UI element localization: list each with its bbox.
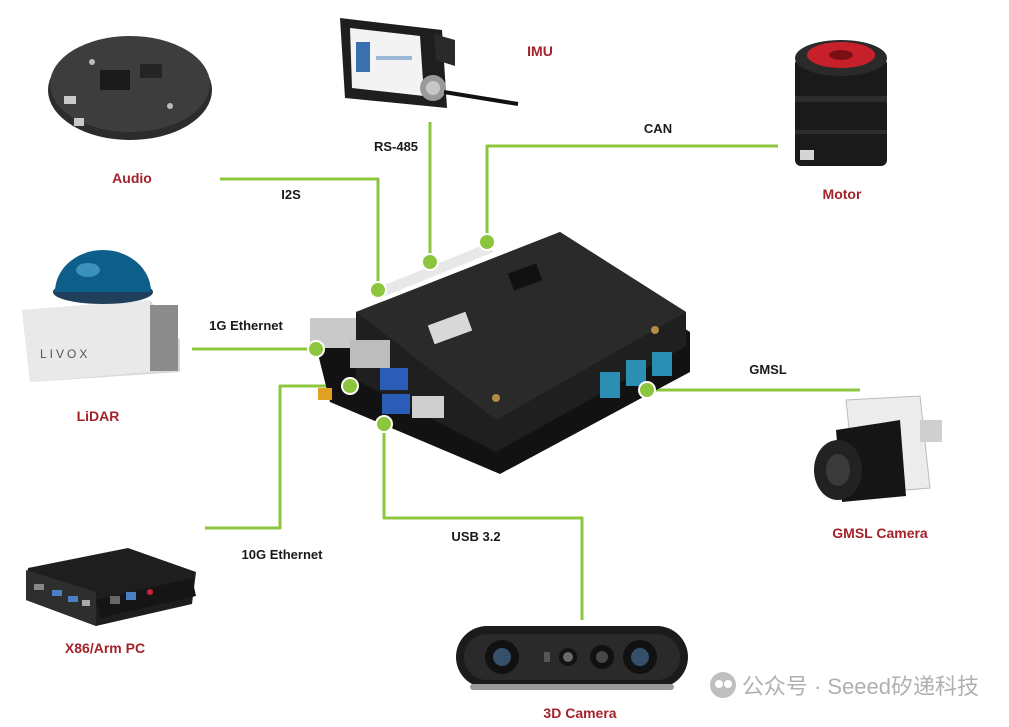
watermark: 公众号 · Seeed矽递科技 — [709, 669, 979, 701]
label-lidar: LiDAR — [76, 408, 120, 424]
label-gmsl: GMSL — [749, 362, 787, 377]
connector-dots — [307, 233, 656, 433]
dot-gmsl — [638, 381, 656, 399]
pc-device-image — [26, 548, 196, 626]
audio-device-image — [48, 36, 212, 140]
motor-device-image — [795, 40, 887, 166]
label-3d-camera: 3D Camera — [543, 705, 617, 721]
dot-i2s — [369, 281, 387, 299]
dot-can — [478, 233, 496, 251]
line-10g-ethernet — [205, 384, 350, 530]
label-motor: Motor — [822, 186, 862, 202]
label-imu: IMU — [527, 43, 553, 59]
imu-device-image — [340, 18, 519, 108]
line-usb — [382, 424, 584, 620]
dot-1g-ethernet — [307, 340, 325, 358]
line-i2s — [220, 177, 380, 290]
gmsl-camera-device-image — [814, 395, 942, 502]
label-pc: X86/Arm PC — [64, 640, 146, 656]
wechat-icon — [709, 672, 736, 698]
label-can: CAN — [643, 121, 673, 136]
label-gmsl-camera: GMSL Camera — [832, 525, 928, 541]
label-10g-ethernet: 10G Ethernet — [241, 547, 323, 562]
label-1g-ethernet: 1G Ethernet — [209, 318, 283, 333]
dot-10g-ethernet — [341, 377, 359, 395]
watermark-text: 公众号 · Seeed矽递科技 — [741, 674, 979, 699]
label-audio: Audio — [112, 170, 152, 186]
label-rs485: RS-485 — [373, 139, 419, 154]
3d-camera-device-image — [456, 626, 688, 690]
dot-rs485 — [421, 253, 439, 271]
lidar-device-image: LIVOX — [22, 250, 180, 382]
connector-lines — [192, 122, 860, 620]
dot-usb — [375, 415, 393, 433]
line-can — [485, 144, 778, 242]
label-i2s: I2S — [281, 187, 301, 202]
lidar-brand-text: LIVOX — [40, 347, 90, 361]
carrier-board-image — [310, 232, 690, 474]
label-usb: USB 3.2 — [451, 529, 501, 544]
